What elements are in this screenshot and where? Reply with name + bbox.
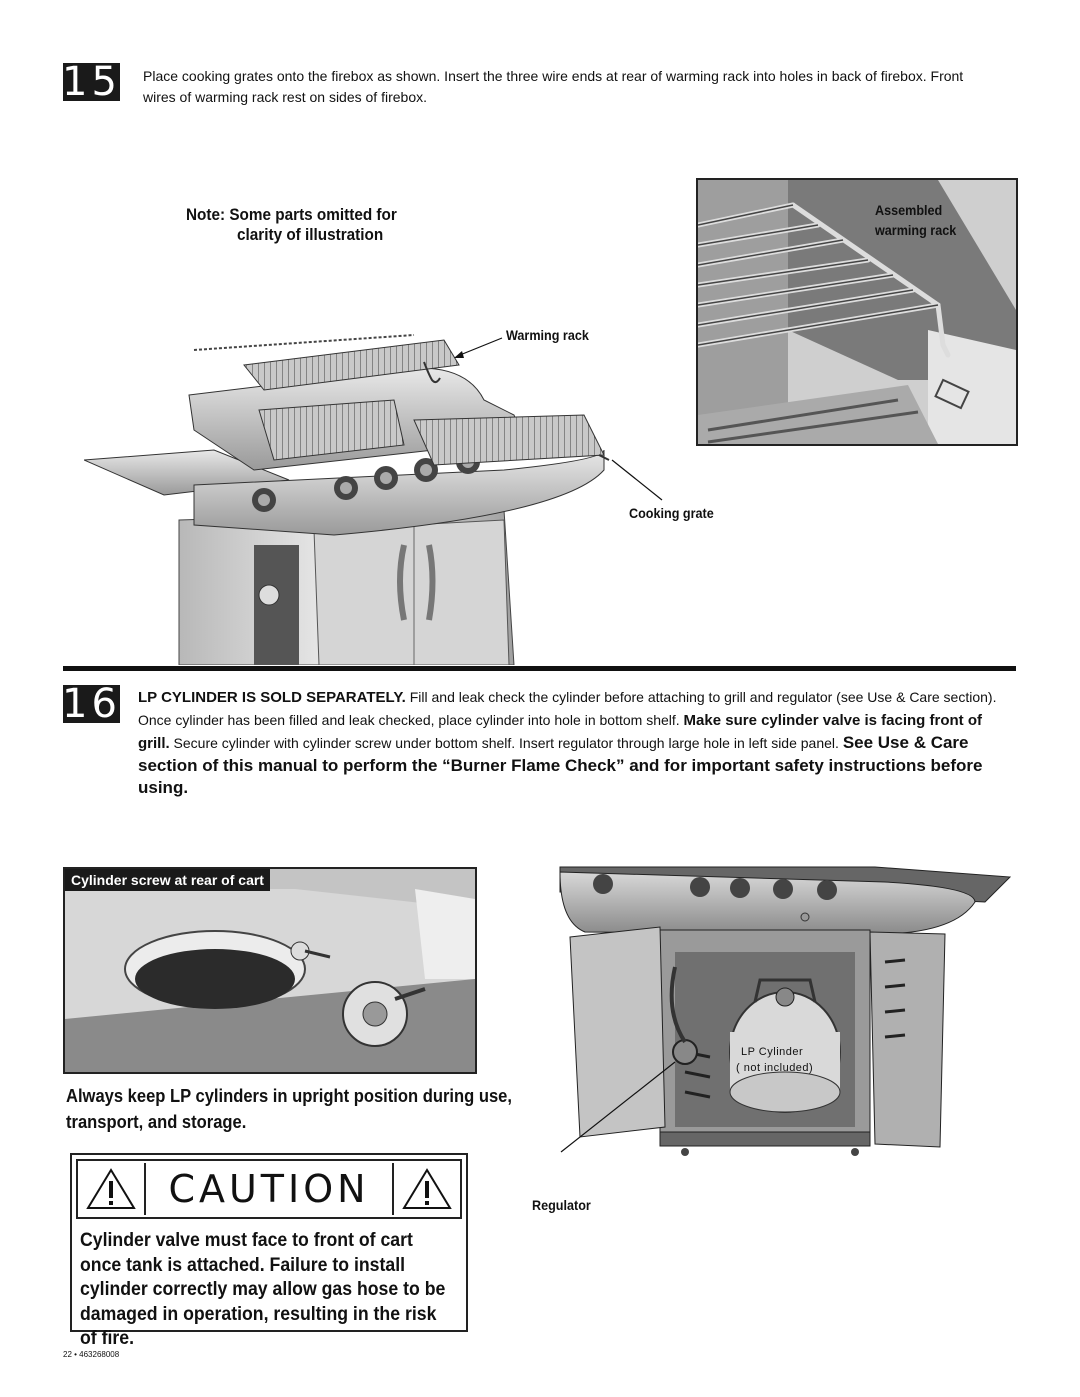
upright-note: Always keep LP cylinders in upright posi… bbox=[66, 1086, 512, 1132]
step-16-bold-mid: Make sure cylinder valve is facing front… bbox=[138, 712, 982, 752]
step-16-text-1: Fill and leak check the cylinder before … bbox=[138, 689, 997, 728]
step-16-instructions: LP CYLINDER IS SOLD SEPARATELY. Fill and… bbox=[138, 686, 1013, 799]
step-15-instructions: Place cooking grates onto the firebox as… bbox=[143, 68, 964, 105]
cylinder-screw-illustration bbox=[65, 869, 475, 1072]
warming-rack-detail-illustration bbox=[698, 180, 1016, 444]
callout-warming-rack: Warming rack bbox=[506, 327, 589, 343]
step-16-text-2: Secure cylinder with cylinder screw unde… bbox=[169, 735, 843, 751]
cylinder-label-line-1: LP Cylinder bbox=[741, 1046, 804, 1058]
section-divider bbox=[63, 666, 1016, 671]
step-15-number: 15 bbox=[62, 59, 121, 105]
caution-text: Cylinder valve must face to front of car… bbox=[80, 1230, 446, 1349]
warning-triangle-icon-right bbox=[394, 1163, 460, 1215]
caution-box: CAUTION Cylinder valve must face to fron… bbox=[70, 1153, 468, 1349]
callout-regulator: Regulator bbox=[532, 1197, 591, 1213]
note-line-1: Note: Some parts omitted for bbox=[186, 205, 397, 224]
callout-lines-15 bbox=[454, 337, 663, 501]
caution-title: CAUTION bbox=[146, 1163, 394, 1215]
inset-warming-rack: Assembled warming rack bbox=[696, 178, 1018, 446]
cylinder-label-line-2: ( not included) bbox=[736, 1062, 814, 1074]
step-16-bold-lead: LP CYLINDER IS SOLD SEPARATELY. bbox=[138, 689, 406, 706]
warning-triangle-icon-left bbox=[78, 1163, 146, 1215]
page-footer: 22 • 463268008 bbox=[63, 1350, 120, 1359]
grill-assembly-illustration bbox=[84, 334, 610, 665]
inset-label-assembled: Assembled bbox=[875, 202, 943, 218]
callout-cooking-grate: Cooking grate bbox=[629, 505, 714, 521]
caution-banner: CAUTION bbox=[76, 1159, 462, 1219]
inset-cylinder-label: Cylinder screw at rear of cart bbox=[65, 869, 270, 891]
grill-with-cylinder-illustration bbox=[559, 866, 1012, 1156]
step-16-bold-end: See Use & Care section of this manual to… bbox=[138, 733, 983, 797]
note-line-2: clarity of illustration bbox=[237, 225, 384, 244]
step-16-number: 16 bbox=[62, 681, 121, 727]
inset-cylinder-screw: Cylinder screw at rear of cart bbox=[63, 867, 477, 1074]
inset-label-warming-rack: warming rack bbox=[875, 222, 957, 238]
